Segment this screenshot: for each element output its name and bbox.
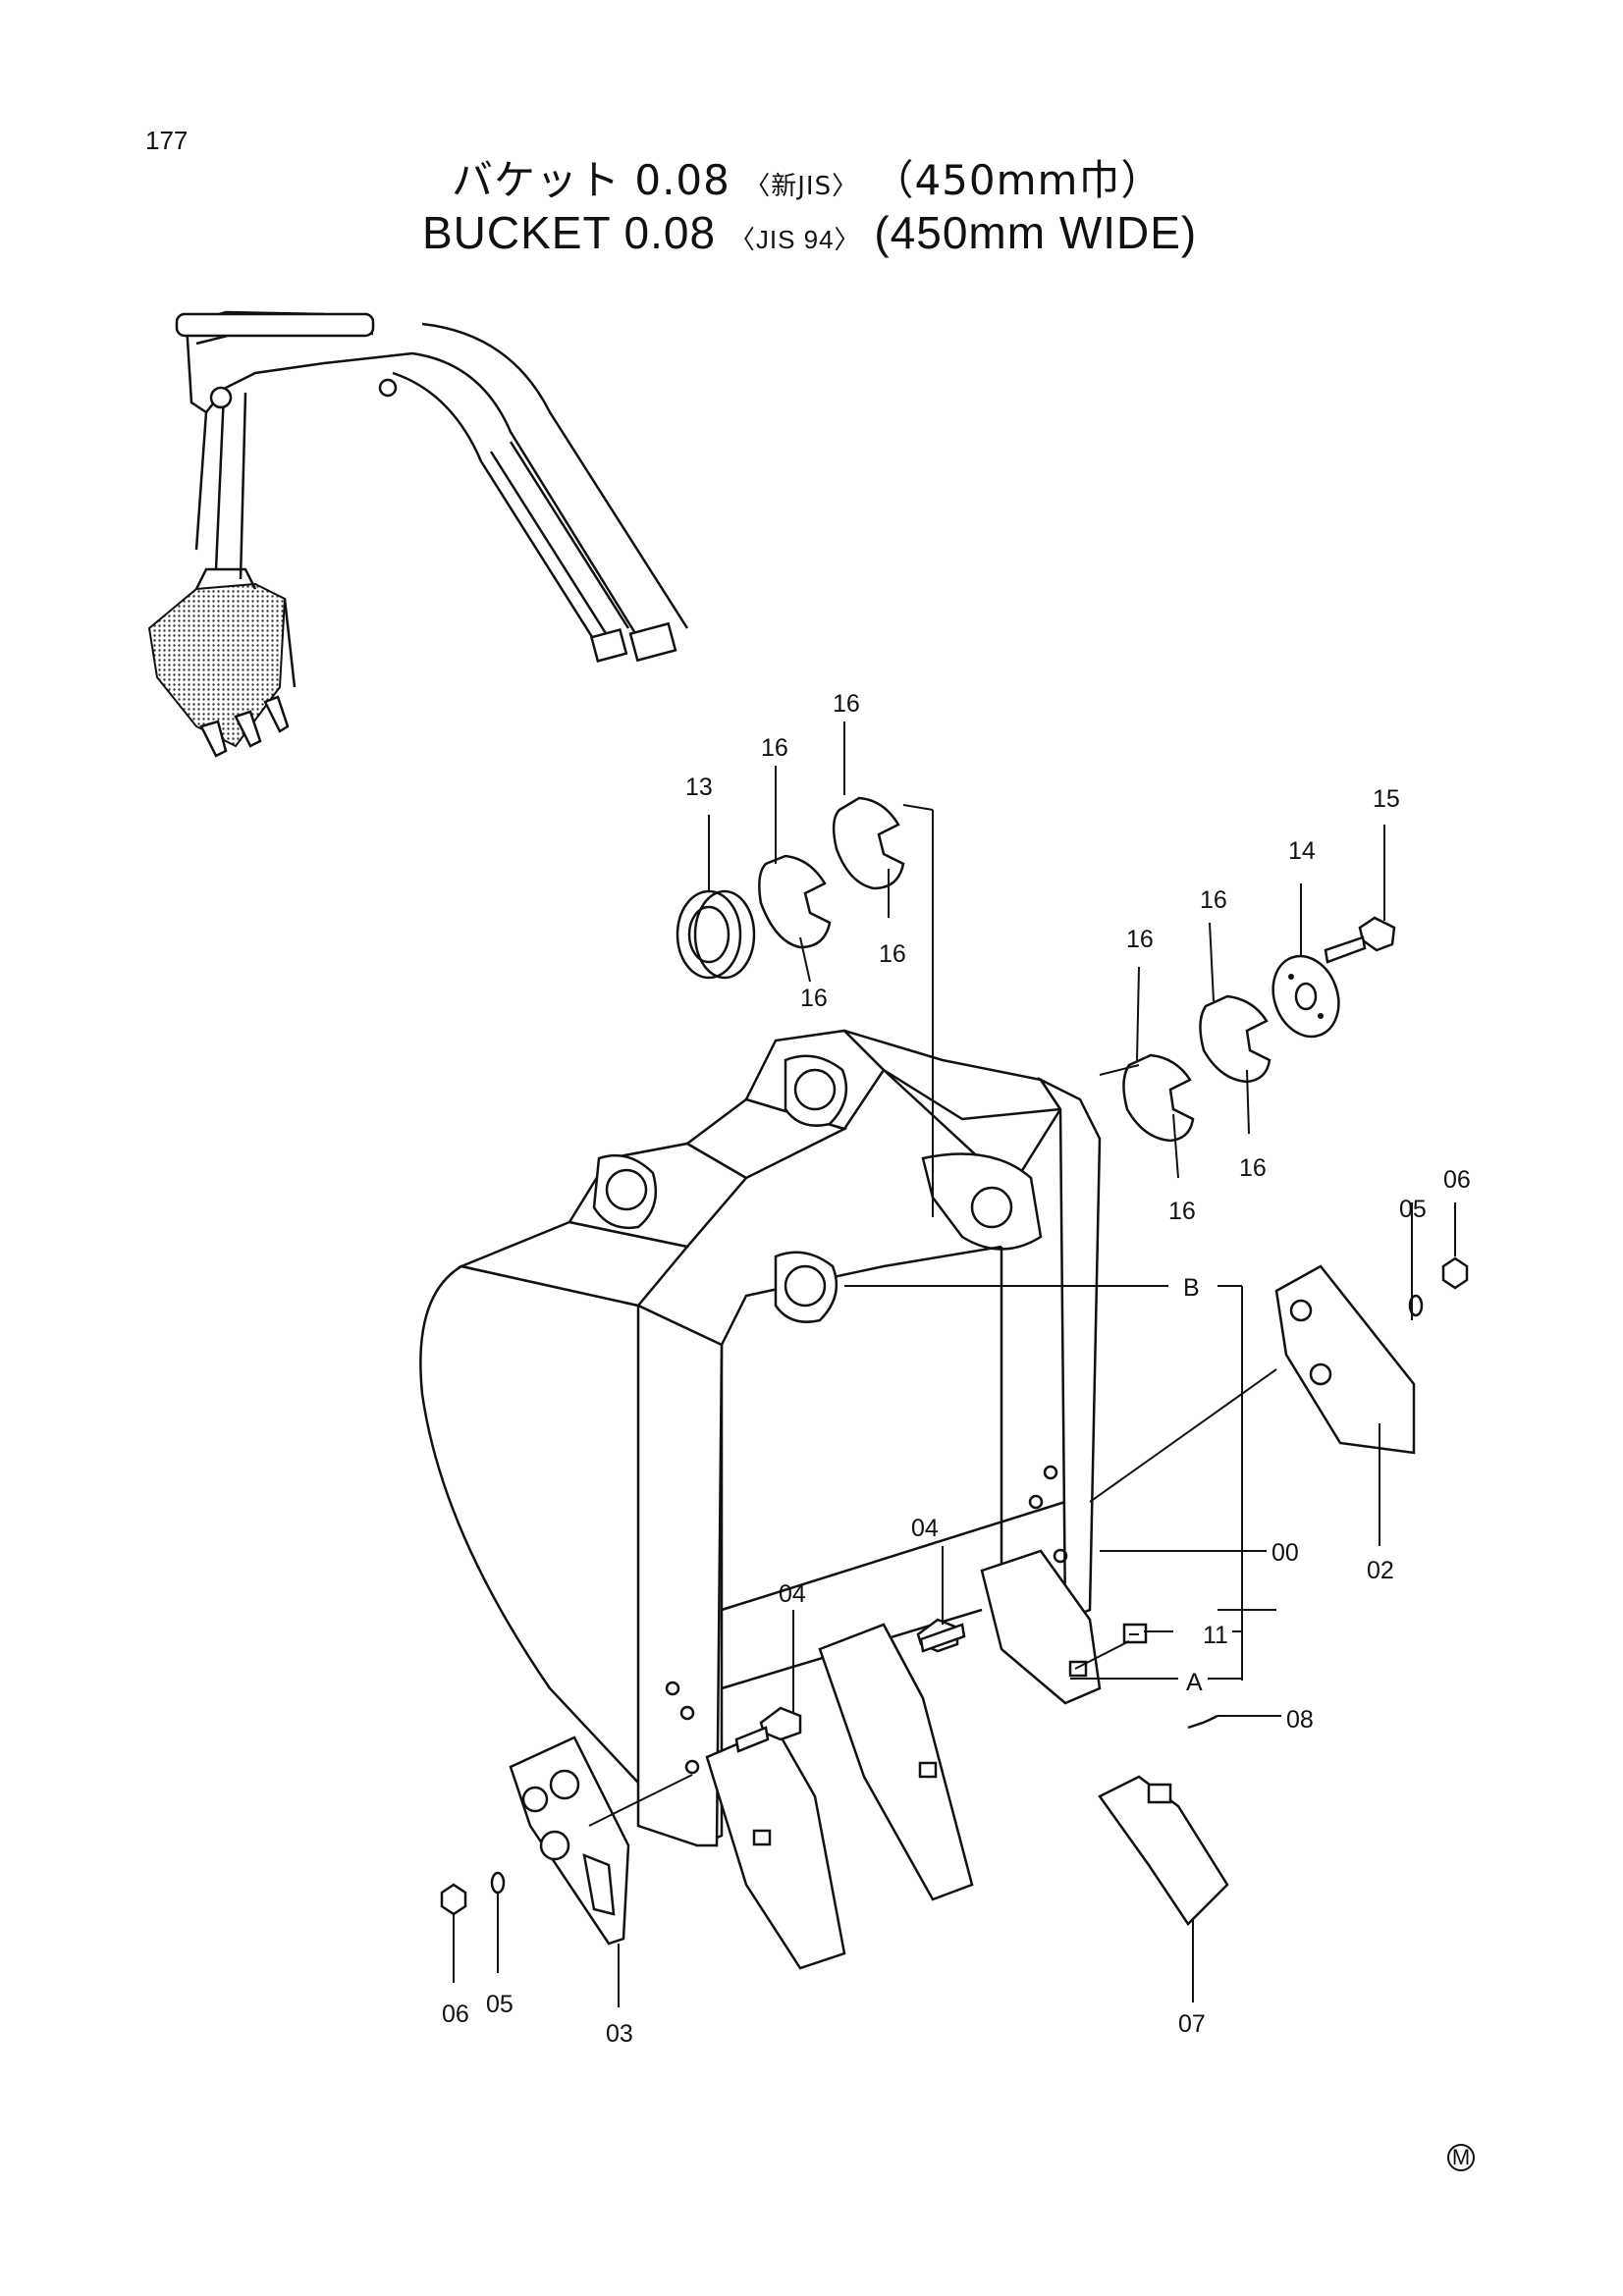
label-16-h: 16 (1239, 1154, 1267, 1182)
label-14: 14 (1288, 837, 1316, 865)
label-06-left: 06 (442, 2001, 469, 2028)
label-08: 08 (1286, 1706, 1314, 1734)
label-05-left: 05 (486, 1991, 514, 2018)
label-11: 11 (1203, 1622, 1228, 1649)
title-ja-main: バケット 0.08 (452, 156, 730, 204)
label-16-e: 16 (1126, 926, 1154, 953)
title-en-width: (450mm WIDE) (874, 207, 1198, 258)
title-japanese: バケット 0.08 〈新JIS〉 （450mm巾） (452, 147, 1163, 207)
title-ja-standard: 〈新JIS〉 (744, 172, 859, 201)
title-ja-width: （450mm巾） (872, 156, 1163, 204)
corner-mark-text: M (1451, 2145, 1471, 2169)
label-16-g: 16 (1168, 1198, 1196, 1225)
label-07: 07 (1178, 2010, 1206, 2038)
pin-hardware-upper (676, 796, 905, 980)
bucket-body (419, 1029, 1102, 1847)
fasteners (440, 1256, 1469, 1916)
label-02: 02 (1367, 1557, 1394, 1584)
label-16-b: 16 (833, 690, 860, 718)
title-en-standard: 〈JIS 94〉 (729, 225, 861, 254)
side-cutter-right (1274, 1264, 1416, 1455)
label-16-f: 16 (1200, 886, 1227, 914)
label-06-right: 06 (1443, 1166, 1471, 1194)
title-en-main: BUCKET 0.08 (422, 207, 717, 258)
label-16-a: 16 (761, 734, 788, 762)
title-english: BUCKET 0.08 〈JIS 94〉 (450mm WIDE) (422, 206, 1197, 259)
reference-a: A (1186, 1669, 1203, 1696)
side-cutter-left (509, 1735, 630, 1946)
label-16-c: 16 (800, 985, 828, 1012)
leader-lines (453, 721, 1456, 2007)
reference-b: B (1183, 1274, 1200, 1302)
page-number: 177 (145, 126, 189, 155)
excavator-arm-overview-illustration (147, 310, 689, 758)
label-15: 15 (1373, 785, 1400, 813)
label-04-center: 04 (911, 1515, 939, 1542)
pin-hardware-right (1122, 916, 1396, 1143)
label-16-d: 16 (879, 940, 906, 968)
label-04-left: 04 (779, 1580, 806, 1608)
bucket-teeth-adapters (705, 1549, 1229, 1970)
corner-mark-circle: M (1447, 2144, 1475, 2171)
label-00: 00 (1271, 1539, 1299, 1567)
part-labels: 13 16 16 16 16 16 16 16 16 14 15 05 06 0… (442, 690, 1471, 2048)
label-13: 13 (685, 774, 713, 801)
label-03: 03 (606, 2020, 633, 2048)
label-05-right: 05 (1399, 1196, 1427, 1223)
